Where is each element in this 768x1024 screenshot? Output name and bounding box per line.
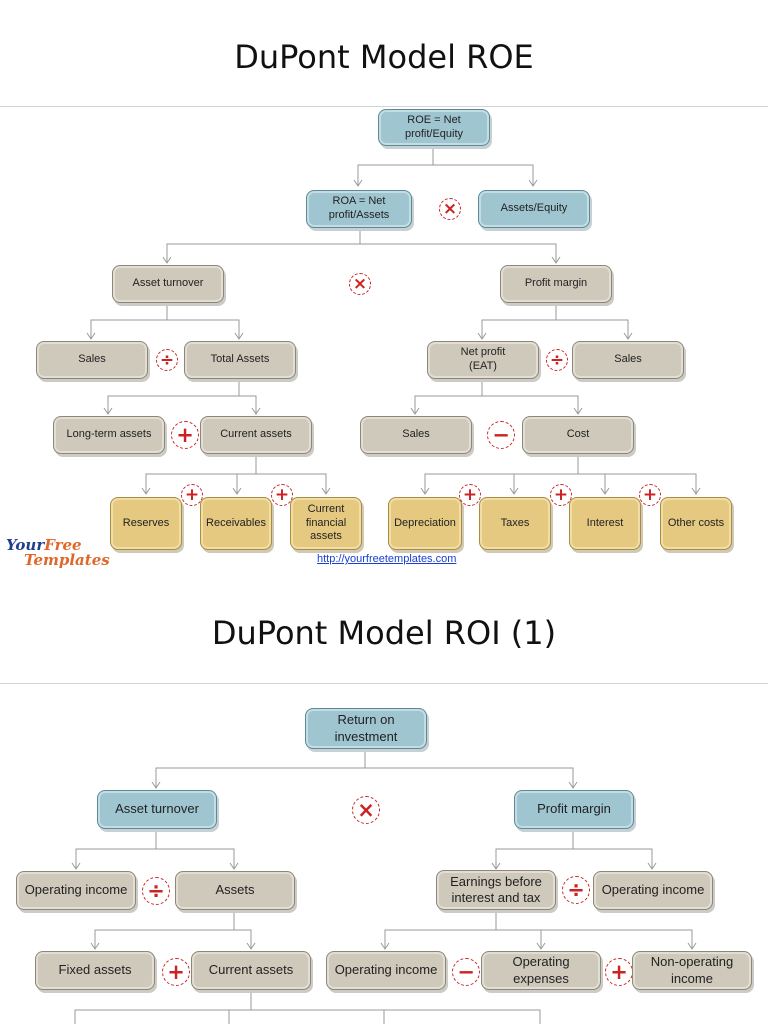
- return-on-investment-label: Return on investment: [334, 712, 398, 744]
- sales-label: Sales: [402, 428, 430, 441]
- taxes-label: Taxes: [500, 516, 530, 529]
- current-assets-label: Current assets: [220, 428, 292, 441]
- assets-equity-label: Assets/Equity: [500, 202, 568, 215]
- plus-operator: +: [639, 484, 661, 506]
- long-term-assets-label: Long-term assets: [66, 428, 152, 441]
- roi-divider: [0, 683, 768, 684]
- plus-operator: +: [162, 958, 190, 986]
- roa-box: ROA = Net profit/Assets: [306, 190, 412, 228]
- minus-operator: −: [487, 421, 515, 449]
- operating-income-box: Operating income: [16, 871, 136, 910]
- divide-operator: ÷: [562, 876, 590, 904]
- roe-title: DuPont Model ROE: [234, 38, 534, 76]
- asset-turnover-label: Asset turnover: [115, 801, 199, 817]
- multiply-operator: ×: [439, 198, 461, 220]
- profit-margin-box: Profit margin: [514, 790, 634, 829]
- other-costs-box: Other costs: [660, 497, 732, 550]
- divide-operator: ÷: [156, 349, 178, 371]
- depreciation-label: Depreciation: [394, 516, 456, 529]
- plus-operator: +: [605, 958, 633, 986]
- roe-label: ROE = Net profit/Equity: [404, 113, 464, 140]
- logo-text-templates: Templates: [24, 551, 110, 569]
- yourfreetemplates-logo: YourFree Templates: [6, 538, 110, 568]
- roi-title: DuPont Model ROI (1): [211, 614, 557, 652]
- long-term-assets-box: Long-term assets: [53, 416, 165, 454]
- operating-income-box: Operating income: [593, 871, 713, 910]
- profit-margin-label: Profit margin: [537, 801, 611, 817]
- cost-box: Cost: [522, 416, 634, 454]
- sales-box: Sales: [360, 416, 472, 454]
- interest-label: Interest: [586, 516, 624, 529]
- return-on-investment-box: Return on investment: [305, 708, 427, 749]
- operating-expenses-label: Operating expenses: [512, 954, 570, 986]
- operating-expenses-box: Operating expenses: [481, 951, 601, 990]
- operating-income-label: Operating income: [334, 962, 438, 978]
- interest-box: Interest: [569, 497, 641, 550]
- roe-divider: [0, 106, 768, 107]
- reserves-box: Reserves: [110, 497, 182, 550]
- logo-text-your: Your: [6, 536, 45, 554]
- multiply-operator: ×: [349, 273, 371, 295]
- non-operating-income-label: Non-operating income: [650, 954, 734, 986]
- current-financial-assets-label: Current financial assets: [305, 502, 347, 543]
- current-assets-label: Current assets: [208, 962, 294, 978]
- profit-margin-box: Profit margin: [500, 265, 612, 303]
- earnings-before-interest-and-tax-label: Earnings before interest and tax: [450, 873, 542, 905]
- plus-operator: +: [550, 484, 572, 506]
- current-assets-box: Current assets: [191, 951, 311, 990]
- fixed-assets-label: Fixed assets: [58, 962, 132, 978]
- assets-equity-box: Assets/Equity: [478, 190, 590, 228]
- asset-turnover-box: Asset turnover: [97, 790, 217, 829]
- other-costs-label: Other costs: [667, 516, 725, 529]
- asset-turnover-box: Asset turnover: [112, 265, 224, 303]
- taxes-box: Taxes: [479, 497, 551, 550]
- plus-operator: +: [171, 421, 199, 449]
- depreciation-box: Depreciation: [388, 497, 462, 550]
- divide-operator: ÷: [546, 349, 568, 371]
- logo-text-free: Free: [44, 536, 82, 554]
- minus-operator: −: [452, 958, 480, 986]
- multiply-operator: ×: [352, 796, 380, 824]
- sales-label: Sales: [614, 353, 642, 366]
- earnings-before-interest-and-tax-box: Earnings before interest and tax: [436, 870, 556, 910]
- roe-box: ROE = Net profit/Equity: [378, 109, 490, 146]
- reserves-label: Reserves: [122, 516, 170, 529]
- asset-turnover-label: Asset turnover: [132, 277, 204, 290]
- roa-label: ROA = Net profit/Assets: [328, 195, 390, 221]
- net-profit-box: Net profit (EAT): [427, 341, 539, 379]
- profit-margin-label: Profit margin: [524, 277, 588, 290]
- total-assets-box: Total Assets: [184, 341, 296, 379]
- current-financial-assets-box: Current financial assets: [290, 497, 362, 550]
- plus-operator: +: [271, 484, 293, 506]
- receivables-label: Receivables: [206, 516, 266, 529]
- sales-box: Sales: [36, 341, 148, 379]
- operating-income-label: Operating income: [601, 882, 705, 898]
- sales-label: Sales: [78, 353, 106, 366]
- source-link[interactable]: http://yourfreetemplates.com: [317, 553, 457, 565]
- fixed-assets-box: Fixed assets: [35, 951, 155, 990]
- assets-label: Assets: [215, 882, 255, 898]
- operating-income-label: Operating income: [24, 882, 128, 898]
- total-assets-label: Total Assets: [210, 353, 270, 366]
- operating-income-box: Operating income: [326, 951, 446, 990]
- divide-operator: ÷: [142, 877, 170, 905]
- assets-box: Assets: [175, 871, 295, 910]
- non-operating-income-box: Non-operating income: [632, 951, 752, 990]
- sales-box: Sales: [572, 341, 684, 379]
- current-assets-box: Current assets: [200, 416, 312, 454]
- plus-operator: +: [181, 484, 203, 506]
- net-profit-label: Net profit (EAT): [460, 346, 506, 372]
- cost-label: Cost: [566, 428, 590, 441]
- plus-operator: +: [459, 484, 481, 506]
- receivables-box: Receivables: [200, 497, 272, 550]
